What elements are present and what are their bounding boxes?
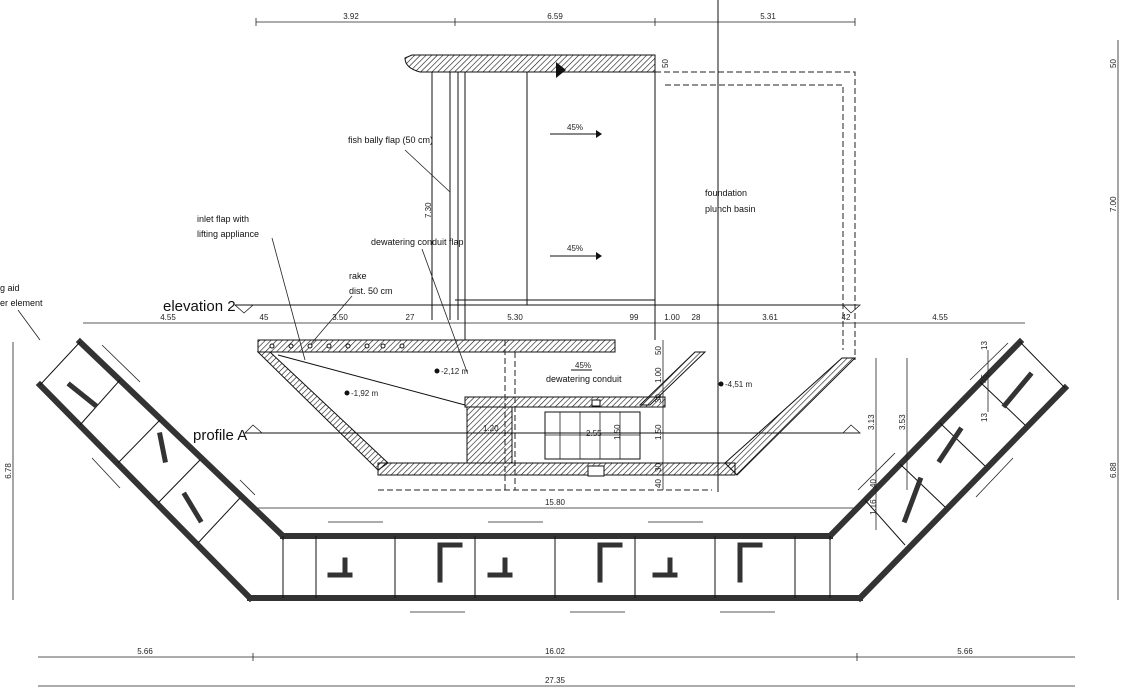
level-label: -4,51 m (725, 380, 752, 389)
basin-vertical-dims: 50 1.00 30 1.50 30 40 (654, 340, 664, 490)
dim-label: 1.50 (613, 424, 622, 440)
level-marker-icon (344, 390, 350, 396)
dim-label: 5.66 (957, 647, 973, 656)
dim-label: 50 (654, 346, 663, 355)
dim-label: 1.00 (664, 313, 680, 322)
dim-label: 13 (980, 413, 989, 422)
dim-label: 30 (654, 463, 663, 472)
slope-label: 45% (575, 361, 591, 370)
dim-label: 50 (661, 59, 670, 68)
dim-label: 40 (869, 479, 878, 488)
level-marker-icon (718, 381, 724, 387)
dim-label: 45 (260, 313, 269, 322)
dim-label: 27 (406, 313, 415, 322)
rake-label: rake (349, 271, 367, 281)
foundation-label: foundation (705, 188, 747, 198)
dim-label: 7.30 (424, 202, 433, 218)
dewatering-flap-label: dewatering conduit flap (371, 237, 464, 247)
profile-marker: profile A (193, 424, 862, 444)
fish-ladder (35, 337, 1070, 613)
dim-label: 4.55 (932, 313, 948, 322)
dim-label: 50 (1109, 59, 1118, 68)
ladder-dimensions: 3.13 3.53 13 45 13 40 1.16 (867, 341, 989, 530)
dim-label: 6.88 (1109, 462, 1118, 478)
slope-label: 45% (567, 244, 583, 253)
dim-label: 28 (692, 313, 701, 322)
top-dimension-line: 3.92 6.59 5.31 (255, 12, 856, 26)
elevation-label: elevation 2 (163, 298, 236, 315)
dim-label: 42 (842, 313, 851, 322)
dim-label: 1.20 (483, 424, 499, 433)
dim-label: 40 (654, 479, 663, 488)
fish-flap-structure: 50 7.30 (404, 54, 670, 340)
dim-label: 3.53 (898, 414, 907, 430)
slope-arrow: 45% (550, 123, 602, 138)
left-dimension-line: 6.78 (4, 342, 14, 600)
dim-label: 1.50 (654, 424, 663, 440)
dim-label: 15.80 (545, 498, 566, 507)
dim-label: 99 (630, 313, 639, 322)
inlet-flap-label: inlet flap with (197, 214, 249, 224)
slope-arrow: 45% (550, 244, 602, 260)
dim-label: 3.50 (332, 313, 348, 322)
dim-label: 2.55 (586, 429, 602, 438)
dim-label: 1.16 (869, 499, 878, 515)
dim-label: 6.78 (4, 463, 13, 479)
dim-label: 3.13 (867, 414, 876, 430)
bottom-dimension-line: 5.66 16.02 5.66 27.35 (38, 647, 1075, 687)
dim-label: 5.31 (760, 12, 776, 21)
dim-label: 7.00 (1109, 196, 1118, 212)
elevation-marker: elevation 2 (163, 298, 862, 315)
level-label: -1,92 m (351, 389, 378, 398)
middle-dimension-line: 4.55 45 3.50 27 5.30 99 1.00 28 3.61 42 … (83, 313, 1025, 324)
profile-label: profile A (193, 427, 247, 444)
inlet-flap-label: lifting appliance (197, 229, 259, 239)
level-marker-icon (434, 368, 440, 374)
fish-flap-label: fish bally flap (50 cm) (348, 135, 433, 145)
foundation-outline (655, 71, 856, 360)
dim-label: 3.92 (343, 12, 359, 21)
level-label: -2,12 m (441, 367, 468, 376)
dim-label: 4.55 (160, 313, 176, 322)
plunge-basin (256, 339, 857, 491)
dim-label: 5.30 (507, 313, 523, 322)
dewatering-conduit-label: dewatering conduit (546, 374, 622, 384)
foundation-label: plunch basin (705, 204, 756, 214)
dim-label: 16.02 (545, 647, 566, 656)
right-dimension-line: 50 7.00 6.88 (1109, 40, 1119, 600)
slope-label: 45% (567, 123, 583, 132)
dim-label: 6.59 (547, 12, 563, 21)
dim-label: 27.35 (545, 676, 566, 685)
dim-label: 13 (980, 341, 989, 350)
dim-label: 5.66 (137, 647, 153, 656)
dim-label: 1.00 (654, 367, 663, 383)
dim-label: 30 (654, 394, 663, 403)
aid-label: g aid (0, 283, 20, 293)
rake-label: dist. 50 cm (349, 286, 393, 296)
dim-label: 3.61 (762, 313, 778, 322)
dim-label: 45 (980, 374, 989, 383)
aid-label: er element (0, 298, 43, 308)
